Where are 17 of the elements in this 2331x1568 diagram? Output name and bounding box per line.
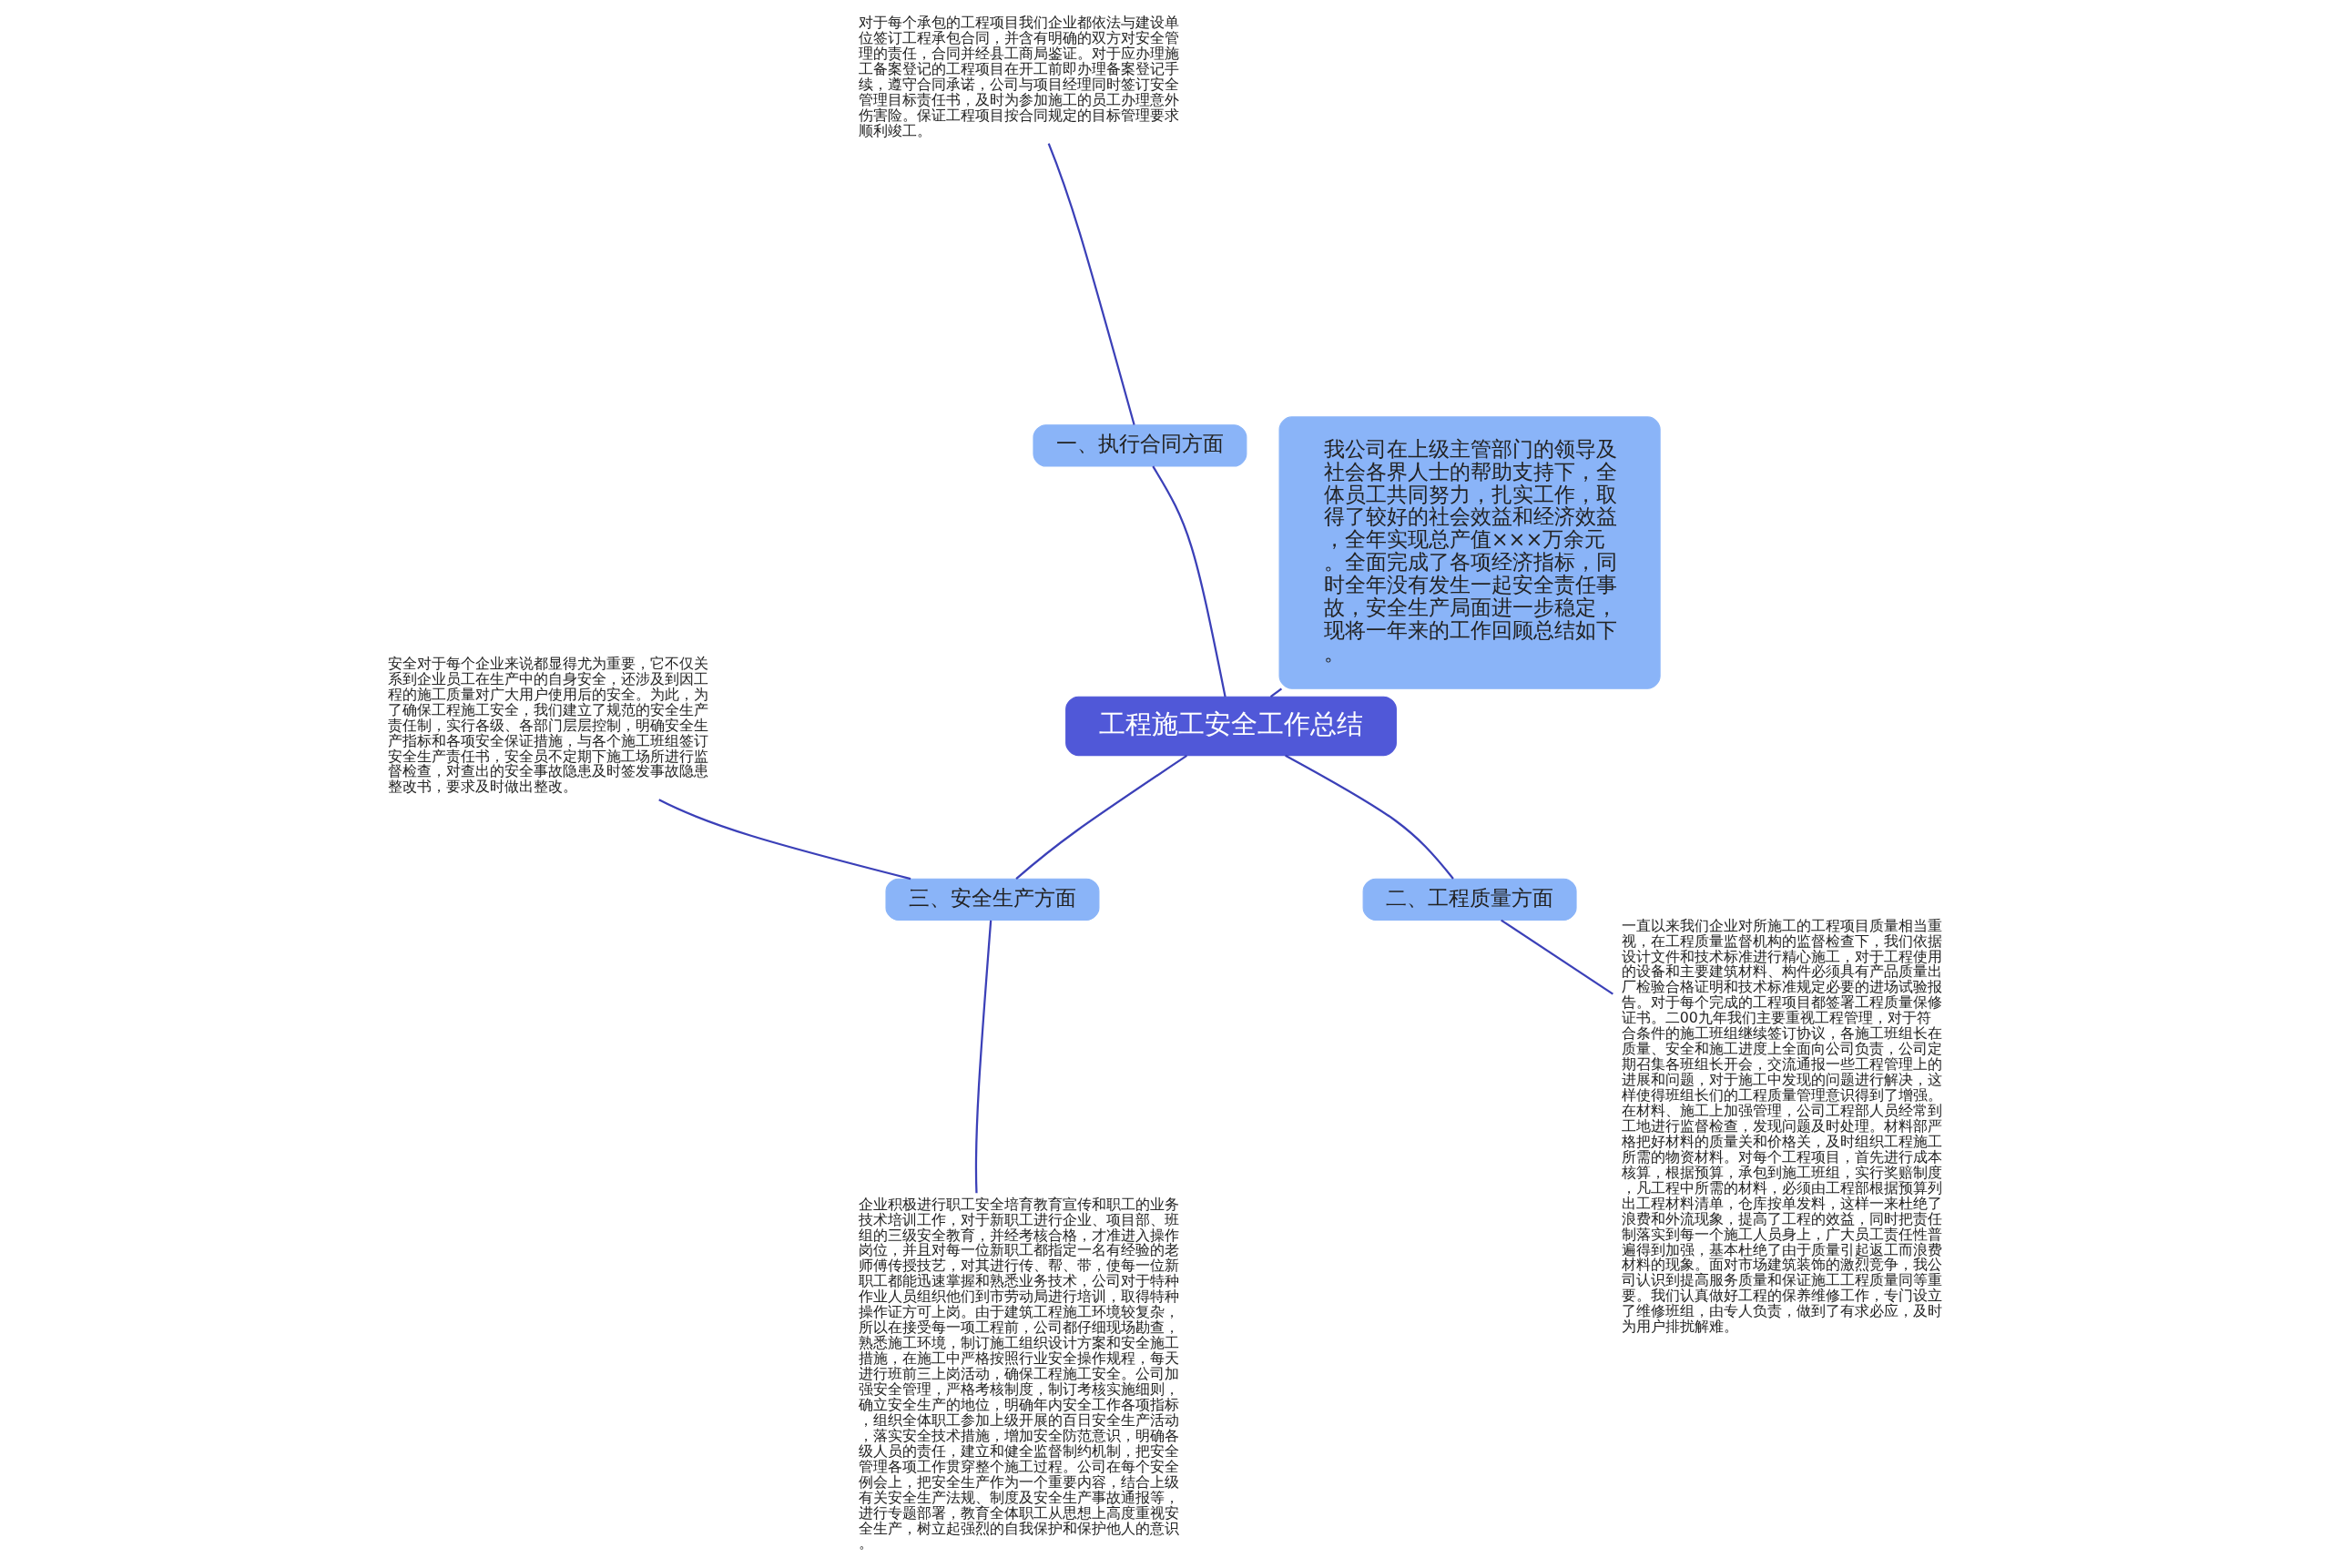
node-text: 对于每个承包的工程项目我们企业都依法与建设单位签订工程承包合同，并含有明确的双方对安全管理的责任，合同并经县工商局鉴证。对于应办理施工备案登记的工程项目在开工前即办理备案登记手续，遵守合同承诺，公司与项目经理同时签订安全管理目标责任书，及时为参加施工的员工办理意外伤害险。保证工程项目按合同规定的目标管理要求顺利竣工。: [858, 13, 1179, 139]
node-box: 我公司在上级主管部门的领导及社会各界人士的帮助支持下，全体员工共同努力，扎实工作，取得了较好的社会效益和经济效益，全年实现总产值×××万余元。全面完成了各项经济指标，同时全年没有发生一起安全责任事故，安全生产局面进一步稳定，现将一年来的工作回顾总结如下。: [1278, 416, 1661, 689]
connector: [1047, 143, 1135, 425]
connector: [1500, 919, 1613, 995]
connector: [1284, 754, 1454, 880]
node-box: 一、执行合同方面: [1032, 424, 1247, 467]
node-text: 安全对于每个企业来说都显得尤为重要，它不仅关系到企业员工在生产中的自身安全，还涉及到因工程的施工质量对广大用户使用后的安全。为此，为了确保工程施工安全，我们建立了规范的安全生产责任制，实行各级、各部门层层控制，明确安全生产指标和各项安全保证措施，与各个施工班组签订安全生产责任书，安全员不定期下施工场所进行监督检查，对查出的安全事故隐患及时签发事故隐患整改书，要求及时做出整改。: [387, 654, 708, 796]
node-box: 二、工程质量方面: [1362, 878, 1577, 921]
node-box: 三、安全生产方面: [884, 878, 1099, 921]
connector: [657, 799, 911, 881]
node-text: 一直以来我们企业对所施工的工程项目质量相当重视，在工程质量监督机构的监督检查下，我们依据设计文件和技术标准进行精心施工，对于工程使用的设备和主要建筑材料、构件必须具有产品质量出厂检验合格证明和技术标准规定必要的进场试验报告。对于每个完成的工程项目都签署工程质量保修证书。二00九年我们主要重视工程管理，对于符合条件的施工班组继续签订协议，各施工班组长在质量、安全和施工进度上全面向公司负责，公司定期召集各班组长开会，交流通报一些工程管理上的进展和问题，对于施工中发现的问题进行解决，这样使得班组长们的工程质量管理意识得到了增强。在材料、施工上加强管理，公司工程部人员经常到工地进行监督检查，发现问题及时处理。材料部严格把好材料的质量关和价格关，及时组织工程施工所需的物资材料。对每个工程项目，首先进行成本核算，根据预算，承包到施工班组，实行奖赔制度，凡工程中所需的材料，必须由工程部根据预算列出工程材料清单，仓库按单发料，这样一来杜绝了浪费和外流现象，提高了工程的效益，同时把责任制落实到每一个施工人员身上，广大员工责任性普遍得到加强，基本杜绝了由于质量引起返工而浪费材料的现象。面对市场建筑装饰的激烈竞争，我公司认识到提高服务质量和保证施工工程质量同等重要。我们认真做好工程的保养维修工作，专门设立了维修班组，由专人负责，做到了有求必应，及时为用户排扰解难。: [1621, 916, 1942, 1336]
connector: [974, 920, 992, 1194]
connector: [1014, 755, 1187, 880]
connector: [1151, 465, 1227, 697]
node-text: 企业积极进行职工安全培育教育宣传和职工的业务技术培训工作，对于新职工进行企业、项目部、班组的三级安全教育，并经考核合格，才准进入操作岗位，并且对每一位新职工都指定一名有经验的老师傅传授技艺，对其进行传、帮、带，使每一位新职工都能迅速掌握和熟悉业务技术，公司对于特种作业人员组织他们到市劳动局进行培训，取得特种操作证方可上岗。由于建筑工程施工环境较复杂，所以在接受每一项工程前，公司都仔细现场勘查，熟悉施工环境，制订施工组织设计方案和安全施工措施，在施工中严格按照行业安全操作规程，每天进行班前三上岗活动，确保工程施工安全。公司加强安全管理，严格考核制度，制订考核实施细则，确立安全生产的地位，明确年内安全工作各项指标，组织全体职工参加上级开展的百日安全生产活动，落实安全技术措施，增加安全防范意识，明确各级人员的责任，建立和健全监督制约机制，把安全管理各项工作贯穿整个施工过程。公司在每个安全例会上，把安全生产作为一个重要内容，结合上级有关安全生产法规、制度及安全生产事故通报等，进行专题部署，教育全体职工从思想上高度重视安全生产，树立起强烈的自我保护和保护他人的意识。: [858, 1195, 1179, 1553]
node-box: 工程施工安全工作总结: [1064, 696, 1397, 757]
connector: [1269, 687, 1282, 698]
